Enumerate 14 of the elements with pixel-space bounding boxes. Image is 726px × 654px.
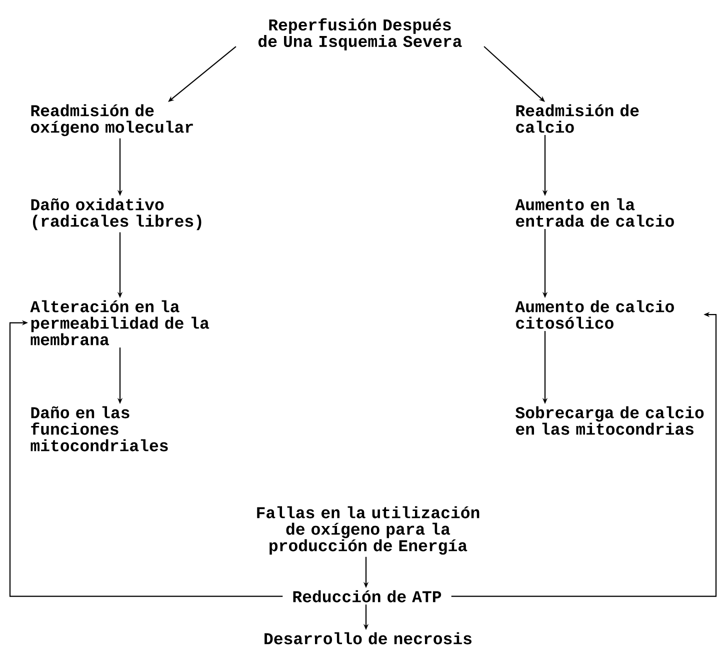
flow-text: Fallas en la utilización de oxígeno para la producción de Energía [257, 506, 480, 555]
flow-text: Aumento de calcio citosólico [515, 300, 674, 329]
flow-text: Alteración en la permeabilidad de la membrana [30, 300, 210, 346]
flow-text: Sobrecarga de calcio en las mitocondrias [516, 406, 704, 435]
flow-text: Reducción de ATP [293, 590, 442, 602]
flow-text: Readmisión de oxígeno molecular [30, 104, 193, 136]
flow-text: Desarrollo de necrosis [264, 632, 472, 644]
flow-text: Daño en las funciones mitocondriales [30, 406, 168, 452]
arrow [9, 320, 283, 597]
flow-text: Reperfusión Después de Una Isquemia Severa [258, 18, 462, 50]
flow-text: Aumento en la entrada de calcio [515, 198, 674, 227]
flow-text: Daño oxidativo (radicales libres) [31, 198, 202, 230]
arrow [484, 46, 545, 102]
flow-text: Readmisión de calcio [516, 104, 639, 133]
